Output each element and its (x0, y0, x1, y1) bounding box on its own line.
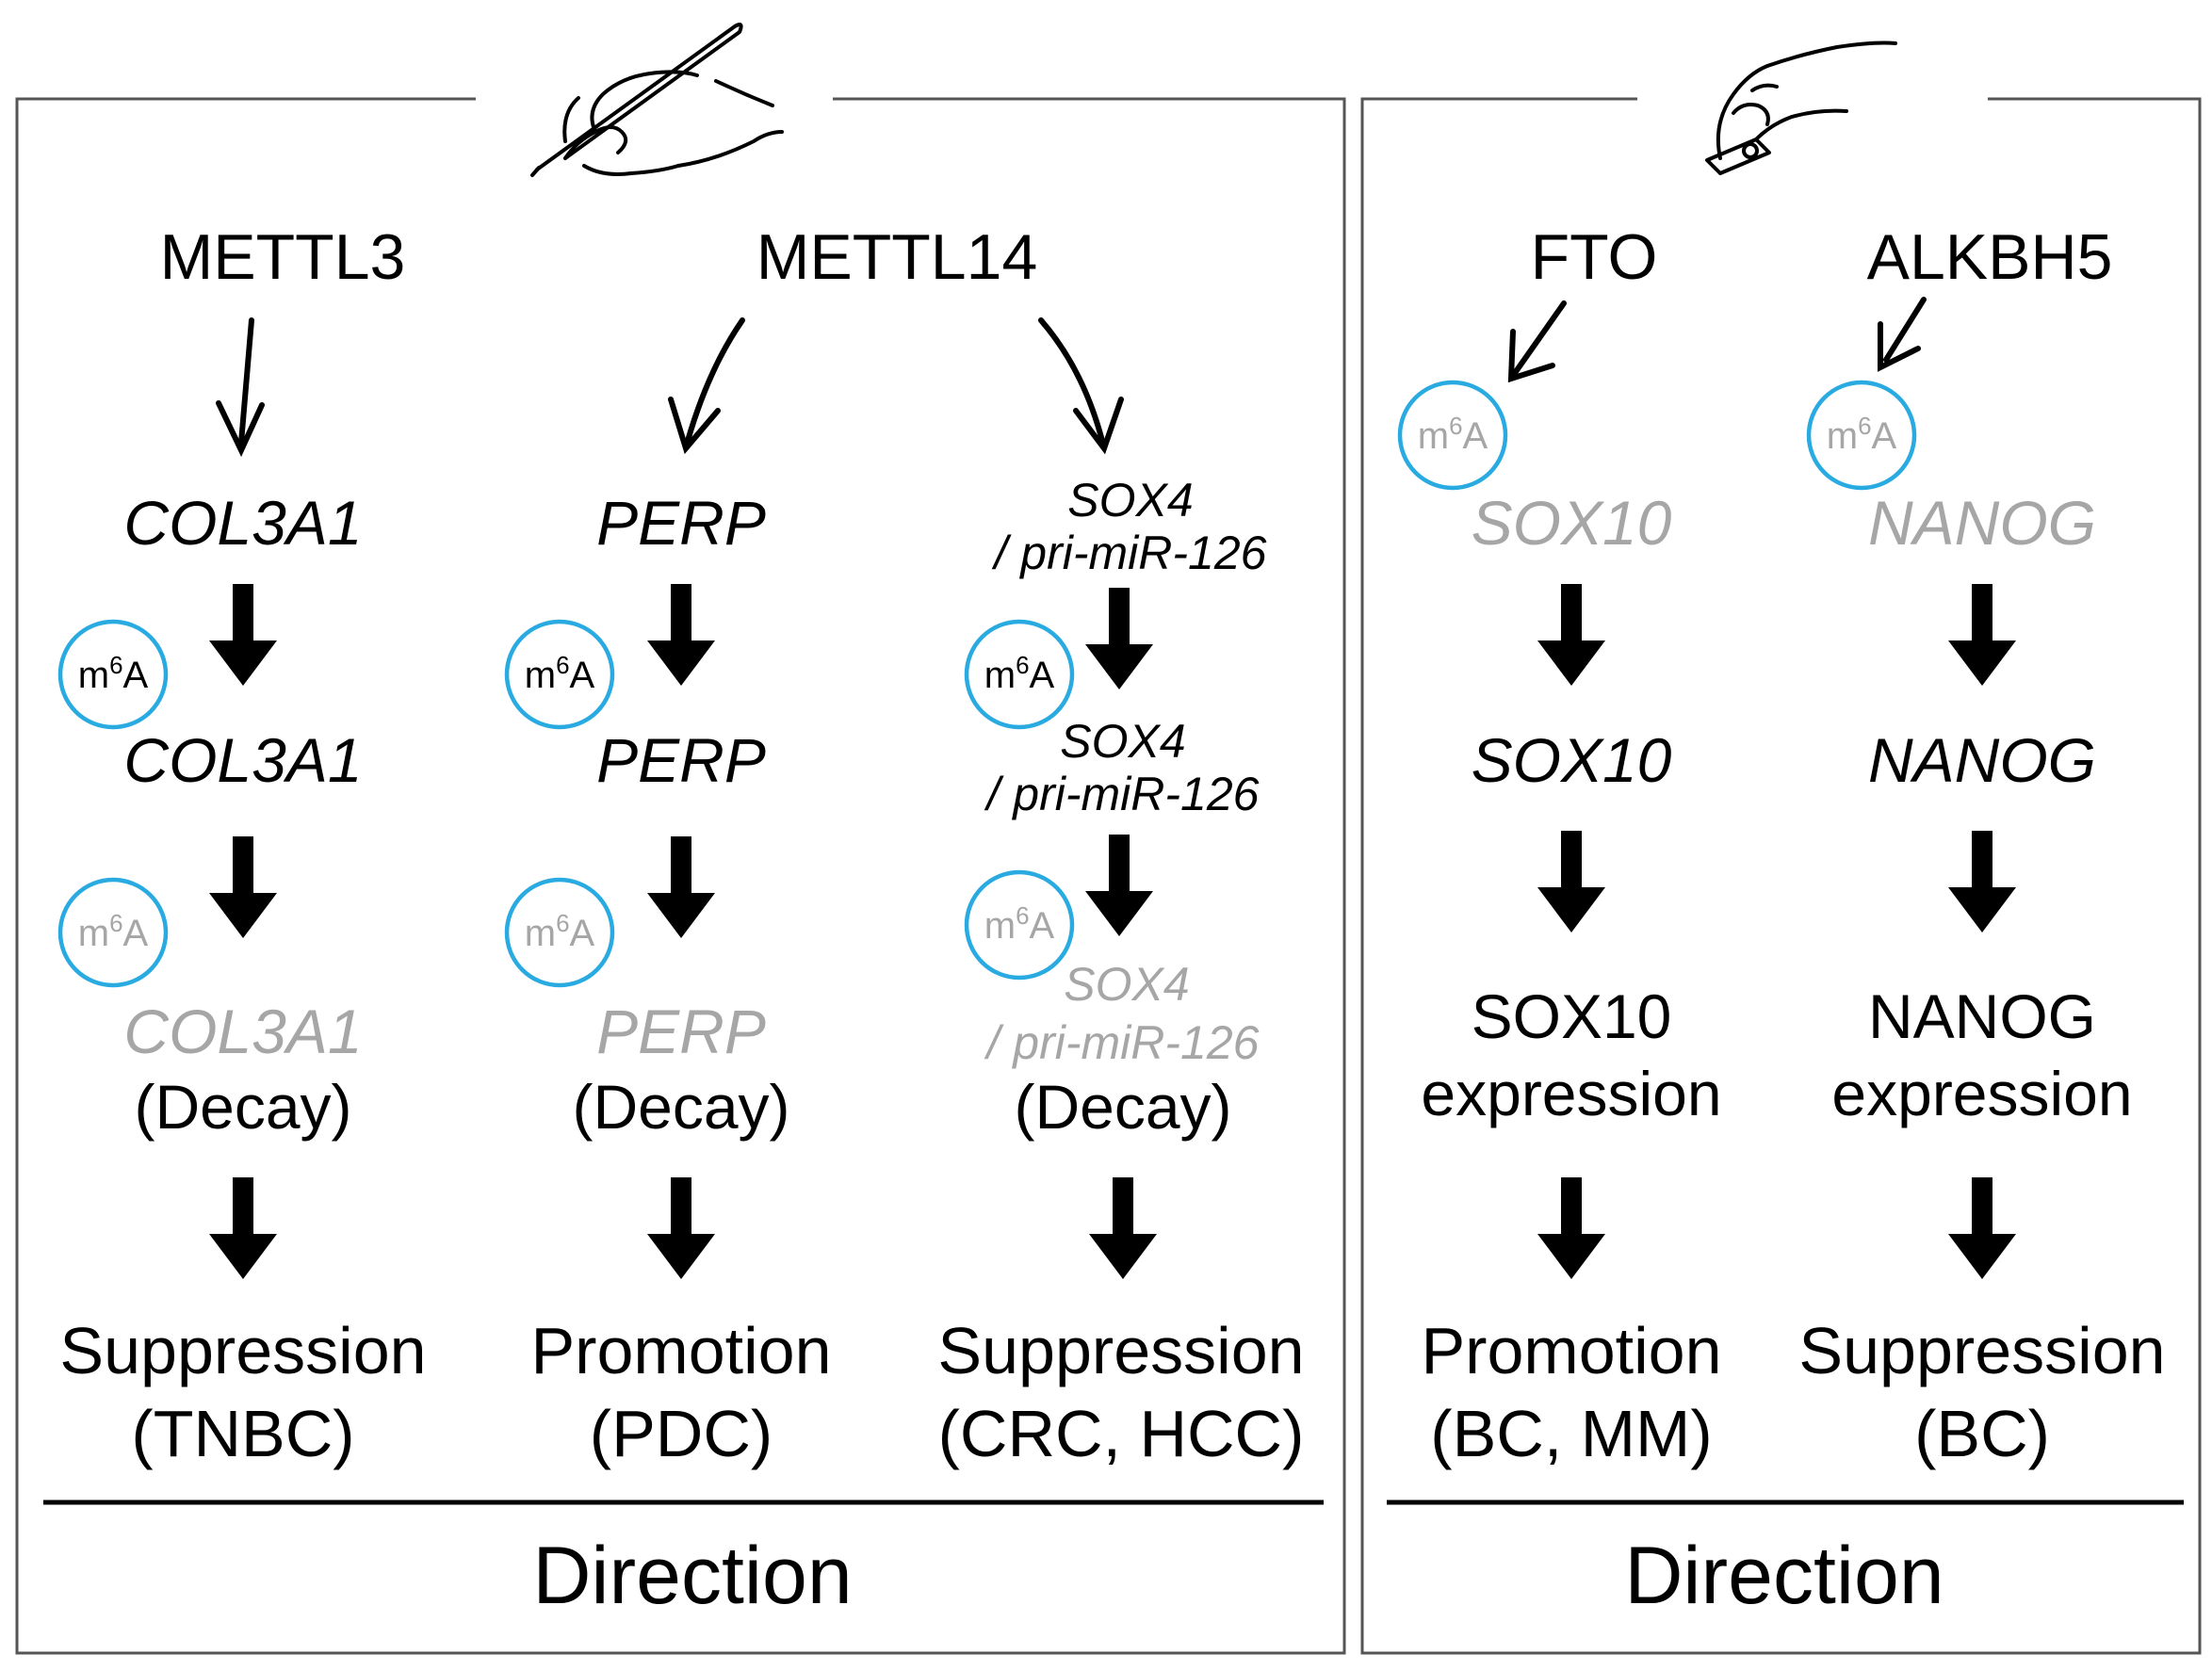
column-mettl14-sox4: SOX4 / pri-miR-126 m6A SOX4 / pri-miR-12… (937, 317, 1305, 1470)
enzyme-label-fto: FTO (1531, 221, 1658, 293)
transcript-sox10-methylated: SOX10 (1472, 488, 1672, 558)
column-mettl3: METTL3 COL3A1 m6A COL3A1 m6A COL3A1 (Dec… (59, 221, 427, 1470)
decayed-perp: PERP (596, 997, 766, 1066)
transcript-sox4-line2: / pri-miR-126 (992, 527, 1267, 579)
protein-nanog: NANOG (1868, 981, 2096, 1051)
thin-arrow-mettl14-left (668, 317, 745, 455)
outcome-label: Suppression (937, 1314, 1304, 1387)
transcript-nanog-methylated: NANOG (1868, 488, 2096, 558)
direction-label: Direction (1624, 1531, 1944, 1621)
outcome-label: Promotion (1421, 1314, 1721, 1387)
enzyme-label-alkbh5: ALKBH5 (1867, 221, 2113, 293)
transcript-nanog-demethylated: NANOG (1868, 725, 2096, 795)
erasers-panel-frame (1360, 97, 2202, 1655)
writers-panel-frame (15, 97, 1346, 1655)
cancer-types: (PDC) (590, 1397, 773, 1470)
arrow-down-2 (647, 836, 715, 938)
methylated-perp: PERP (596, 725, 766, 795)
methylated-col3a1: COL3A1 (123, 725, 362, 795)
arrow-down-1 (209, 584, 277, 686)
eraser-hand-icon (1705, 41, 1897, 175)
m6a-label-2: m6A (78, 909, 149, 954)
decay-label: (Decay) (572, 1072, 789, 1142)
direction-label: Direction (532, 1531, 852, 1621)
column-fto: FTO m6A SOX10 SOX10 SOX10 expression Pro… (1400, 221, 1722, 1470)
thin-arrow-mettl3 (216, 317, 265, 458)
writing-hand-icon (530, 23, 784, 177)
thin-arrow-alkbh5 (1878, 297, 1927, 372)
outcome-label: Promotion (530, 1314, 831, 1387)
decayed-sox4-line1: SOX4 (1064, 958, 1189, 1011)
enzyme-label-mettl14: METTL14 (756, 221, 1038, 293)
transcript-col3a1: COL3A1 (123, 488, 362, 558)
arrow-down-3 (209, 1177, 277, 1279)
decay-label: (Decay) (1014, 1072, 1231, 1142)
decay-label: (Decay) (134, 1072, 351, 1142)
methylated-sox4-line1: SOX4 (1060, 715, 1185, 768)
expression-label: expression (1831, 1059, 2132, 1128)
cancer-types: (BC) (1914, 1397, 2050, 1470)
m6a-label: m6A (1418, 412, 1488, 457)
column-mettl14-perp: PERP m6A PERP m6A PERP (Decay) Promotion… (507, 317, 832, 1470)
methylated-sox4-line2: / pri-miR-126 (984, 768, 1260, 820)
transcript-sox10-demethylated: SOX10 (1472, 725, 1672, 795)
transcript-sox4-line1: SOX4 (1067, 474, 1193, 527)
outcome-label: Suppression (1798, 1314, 2165, 1387)
arrow-down-2 (1537, 831, 1605, 932)
arrow-down-3 (1089, 1177, 1157, 1279)
cancer-types: (CRC, HCC) (938, 1397, 1305, 1470)
cancer-types: (BC, MM) (1430, 1397, 1712, 1470)
m6a-label-1: m6A (984, 651, 1055, 696)
m6a-label-1: m6A (525, 651, 595, 696)
column-alkbh5: ALKBH5 m6A NANOG NANOG NANOG expression … (1798, 221, 2165, 1470)
m6a-label-1: m6A (78, 651, 149, 696)
m6a-label-2: m6A (525, 909, 595, 954)
arrow-down-1 (647, 584, 715, 686)
outcome-label: Suppression (59, 1314, 426, 1387)
arrow-down-2 (209, 836, 277, 938)
decayed-col3a1: COL3A1 (123, 997, 362, 1066)
m6a-label-2: m6A (984, 901, 1055, 947)
protein-sox10: SOX10 (1472, 981, 1672, 1051)
decayed-sox4-line2: / pri-miR-126 (984, 1016, 1260, 1069)
transcript-perp: PERP (596, 488, 766, 558)
writers-panel: METTL3 COL3A1 m6A COL3A1 m6A COL3A1 (Dec… (15, 23, 1346, 1655)
m6a-label: m6A (1827, 412, 1897, 457)
arrow-down-1 (1537, 584, 1605, 686)
expression-label: expression (1421, 1059, 1721, 1128)
arrow-down-2 (1948, 831, 2016, 932)
arrow-down-1 (1948, 584, 2016, 686)
arrow-down-3 (1948, 1177, 2016, 1279)
erasers-panel: FTO m6A SOX10 SOX10 SOX10 expression Pro… (1360, 41, 2202, 1655)
arrow-down-2 (1085, 835, 1153, 936)
arrow-down-3 (1537, 1177, 1605, 1279)
thin-arrow-fto (1507, 300, 1567, 383)
cancer-types: (TNBC) (131, 1397, 354, 1470)
enzyme-label-mettl3: METTL3 (160, 221, 406, 293)
thin-arrow-mettl14-right (1038, 317, 1124, 455)
arrow-down-1 (1085, 588, 1153, 689)
arrow-down-3 (647, 1177, 715, 1279)
